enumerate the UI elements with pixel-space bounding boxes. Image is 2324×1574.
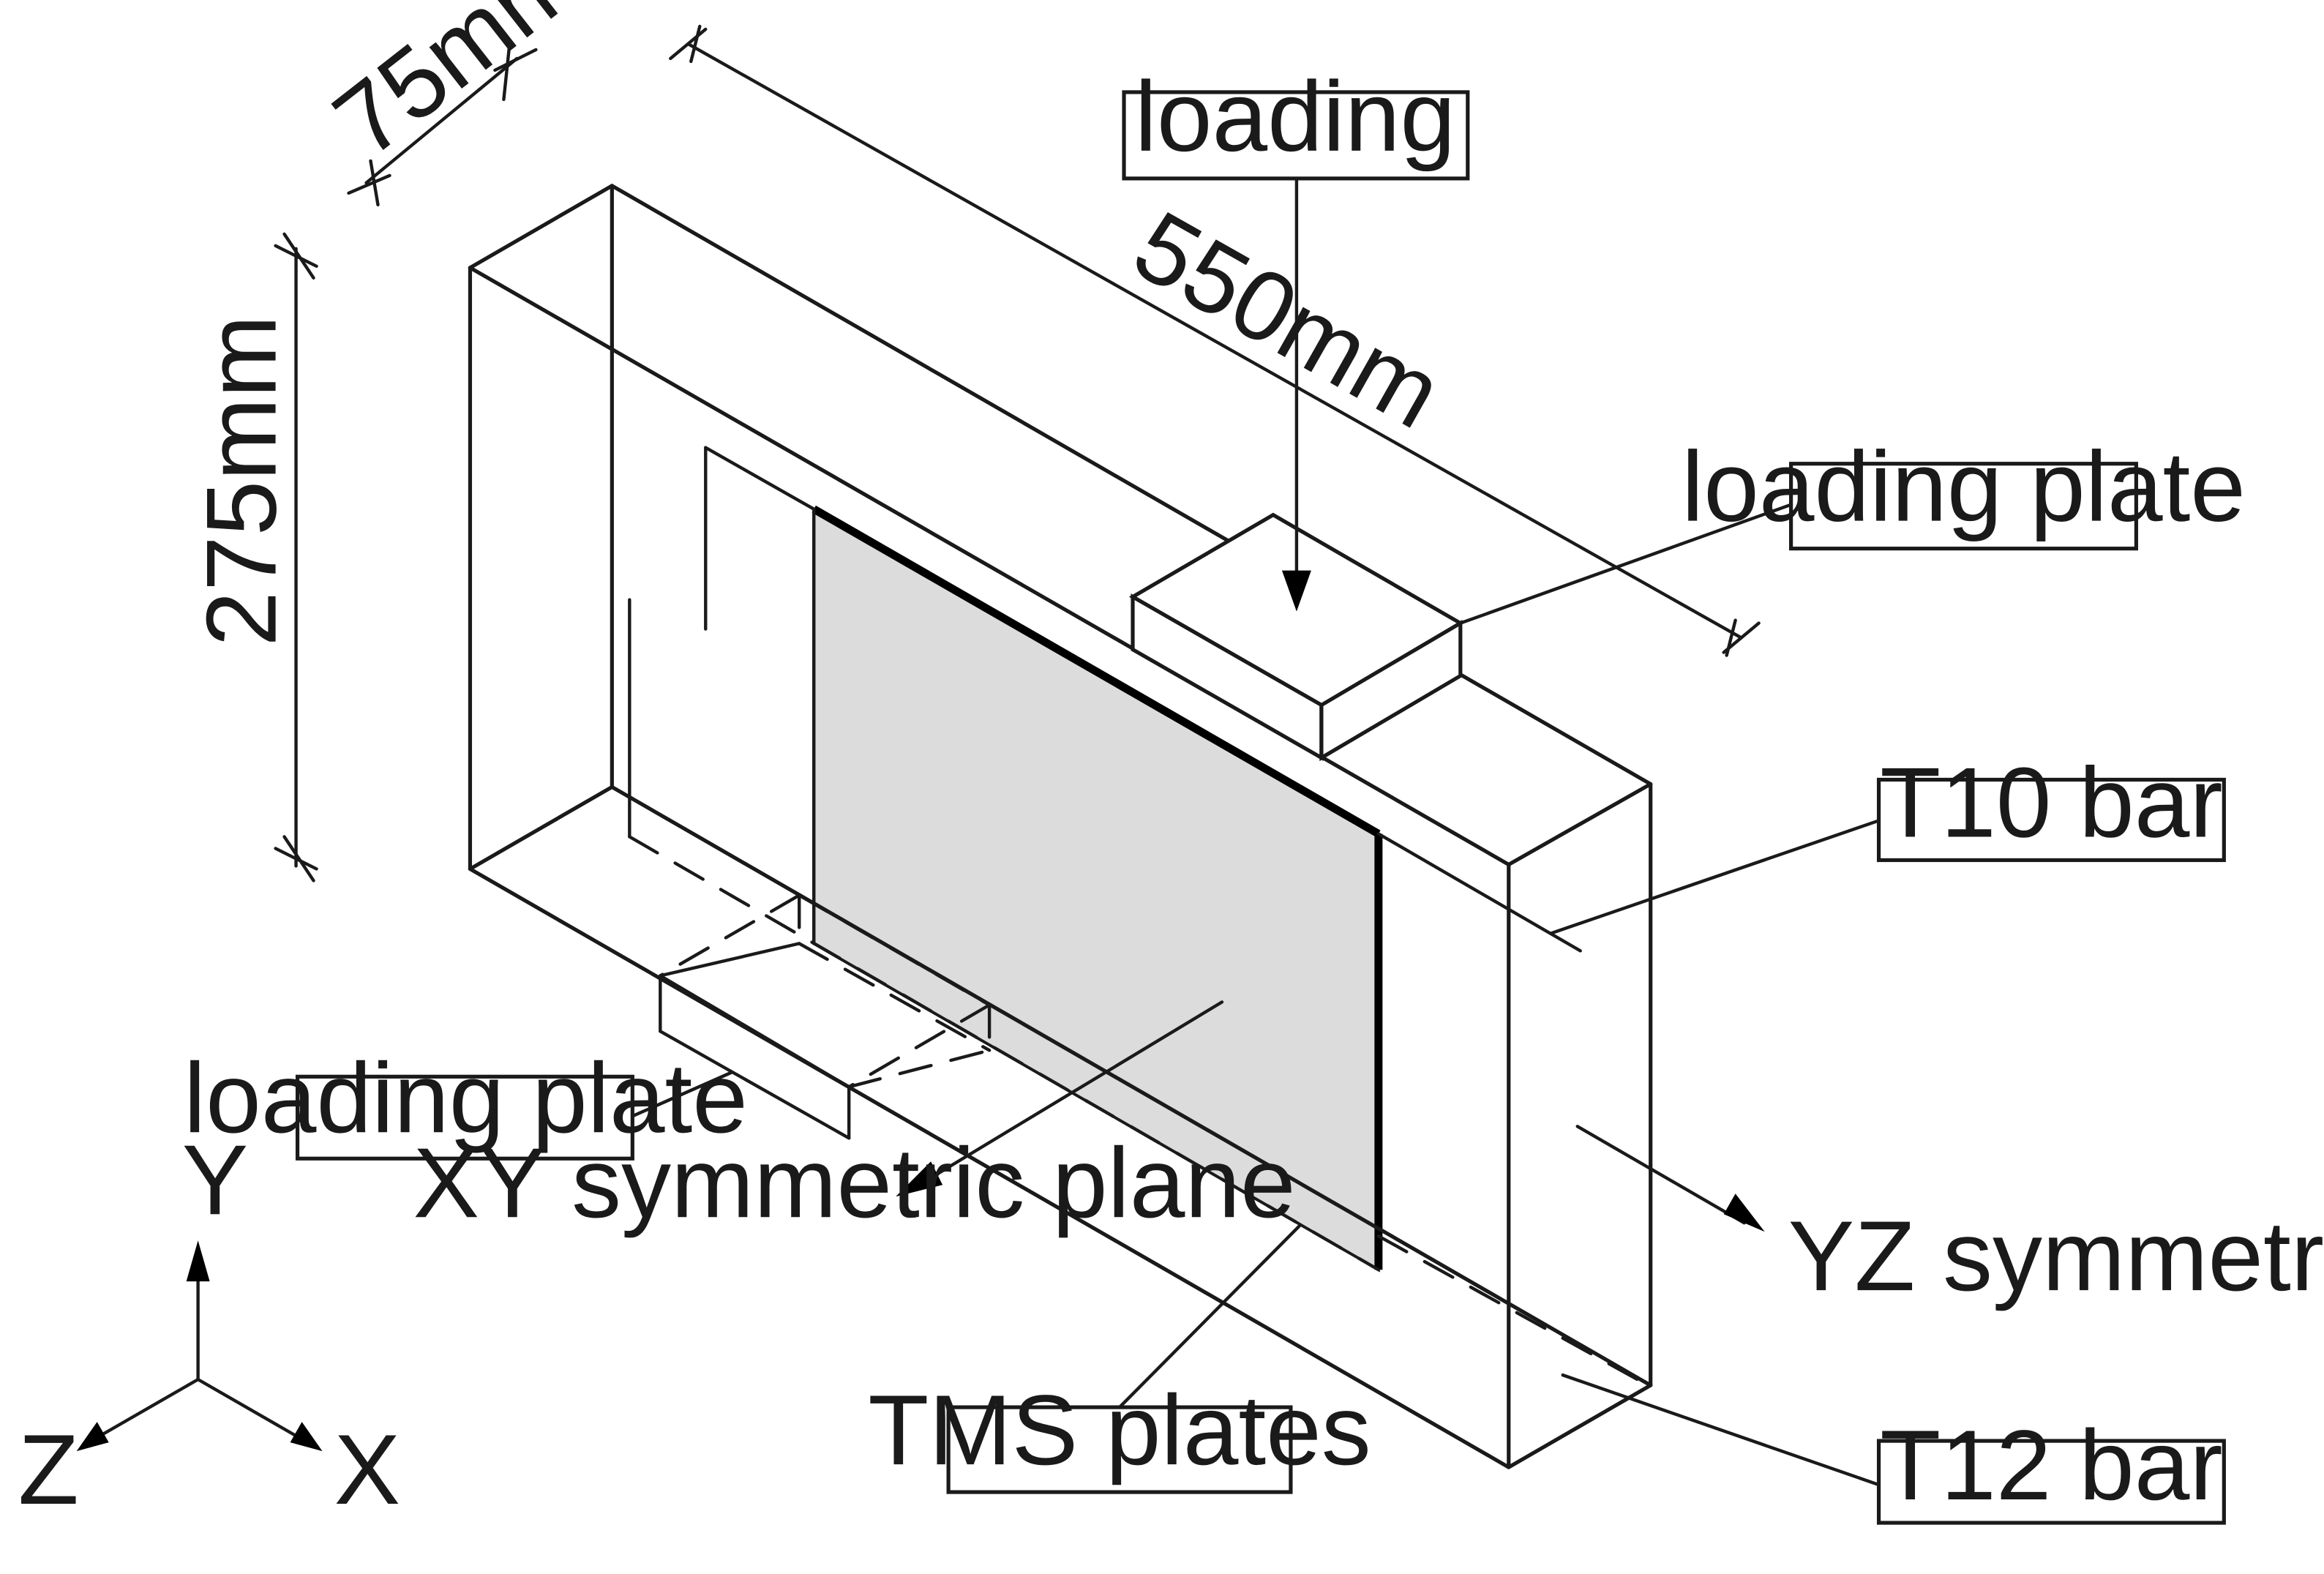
z-axis-label: Z [18, 1414, 79, 1525]
length-dimension-label: 550mm [1117, 190, 1460, 449]
loading-box [1122, 90, 1470, 181]
width-dimension-label: 75mm [314, 0, 600, 178]
xy-plane-label: XY symmetric plane [413, 1127, 1295, 1238]
beam-box [468, 184, 1653, 1469]
loading-plate-top-box [1789, 462, 2138, 551]
tms-plate-top-edge [811, 505, 1381, 838]
internal-bars [628, 446, 1652, 1389]
x-axis-label: X [334, 1414, 401, 1525]
yz-plane-arrowhead [1723, 1193, 1765, 1232]
dimension-lines [274, 24, 1761, 882]
leader-lines [631, 173, 1881, 1487]
loading-plate-bottom-box [295, 1074, 634, 1161]
xy-plane-arrowhead [896, 1161, 943, 1197]
t10-bar-line [1376, 832, 1582, 953]
x-axis-arrowhead [290, 1422, 323, 1452]
t10-bar-box [1876, 777, 2226, 863]
bottom-loading-plate [659, 893, 992, 1140]
coordinate-axes [76, 1240, 323, 1452]
y-axis-arrowhead [186, 1240, 210, 1282]
tms-plates-label: TMS plates [868, 1374, 1371, 1485]
z-axis-arrowhead [76, 1422, 109, 1452]
t12-bar-dashed [628, 835, 1381, 1272]
loading-arrowhead [1281, 570, 1311, 612]
yz-plane-label: YZ symmetric plane [1788, 1200, 2324, 1311]
t12-bar-label: T12 bar [1880, 1409, 2222, 1521]
tms-plates-box [946, 1405, 1293, 1494]
loading-plate-bottom-label: loading plate [184, 1042, 748, 1153]
y-axis-label: Y [182, 1124, 249, 1235]
loading-label: loading [1135, 61, 1455, 172]
t10-bar-label: T10 bar [1880, 746, 2222, 858]
height-dimension-label: 275mm [186, 315, 297, 646]
loading-plate-top-label: loading plate [1682, 431, 2246, 542]
t12-bar-box [1876, 1439, 2226, 1525]
